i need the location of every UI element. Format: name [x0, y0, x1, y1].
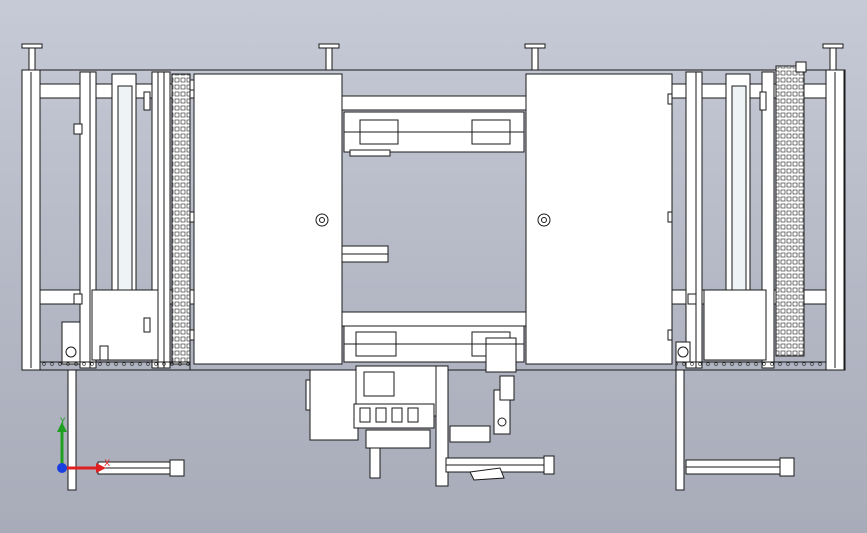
leveling-foot-icon [822, 43, 844, 71]
x-axis-label: X [104, 459, 110, 469]
center-bottom-beam [339, 311, 529, 327]
coordinate-triad-icon: Y X [57, 417, 110, 473]
right-outrigger [675, 369, 795, 491]
leveling-foot-icon [524, 43, 546, 71]
left-door-panel [189, 73, 343, 365]
center-outrigger [445, 455, 555, 481]
left-module [39, 71, 191, 371]
door-knob-icon [315, 213, 329, 227]
y-axis-label: Y [59, 417, 66, 427]
left-outrigger [67, 369, 185, 491]
leveling-foot-icon [318, 43, 340, 71]
lower-mechanism [305, 365, 515, 487]
door-knob-icon [537, 213, 551, 227]
right-module [675, 61, 827, 371]
leveling-foot-icon [21, 43, 43, 71]
right-door-panel [525, 73, 673, 365]
center-top-beam [339, 95, 529, 111]
